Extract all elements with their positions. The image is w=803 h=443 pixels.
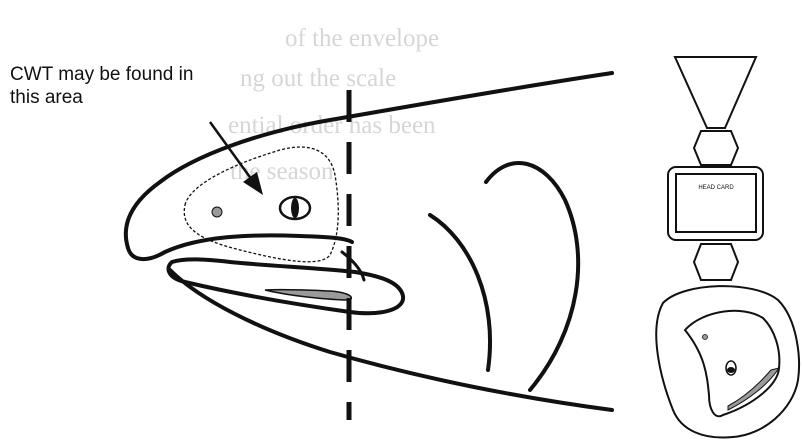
- chin-outline: [168, 268, 614, 412]
- bag-card-label: HEAD CARD: [698, 185, 734, 191]
- eye-pupil-icon: [291, 198, 299, 218]
- head-bag-illustration: HEAD CARD: [655, 56, 800, 439]
- bag-connector-upper: [692, 130, 740, 166]
- callout-arrow-head-icon: [243, 172, 263, 195]
- bag-card: [675, 173, 757, 233]
- bag-funnel-top: [673, 56, 758, 129]
- cheek-curve: [340, 250, 366, 282]
- bag-fish-nostril-icon: [702, 334, 708, 340]
- bag-fish-mouth-shading: [727, 367, 781, 411]
- lower-jaw-outline: [166, 257, 406, 316]
- bag-connector-lower: [692, 243, 740, 281]
- snout-outline: [126, 233, 354, 261]
- head-top-outline: [123, 71, 614, 250]
- nostril-icon: [211, 206, 223, 218]
- mouth-shading: [264, 288, 352, 301]
- gill-cover-outer: [484, 161, 581, 392]
- callout-caption-line-2: this area: [10, 87, 83, 108]
- bag-fish-eye-pupil-icon: [727, 367, 735, 373]
- callout-caption: CWT may be found in this area: [10, 63, 193, 109]
- callout-caption-line-1: CWT may be found in: [10, 64, 194, 85]
- callout-arrow-line: [208, 121, 254, 181]
- gill-cover-inner: [428, 213, 493, 372]
- cwt-region-outline: [183, 146, 339, 263]
